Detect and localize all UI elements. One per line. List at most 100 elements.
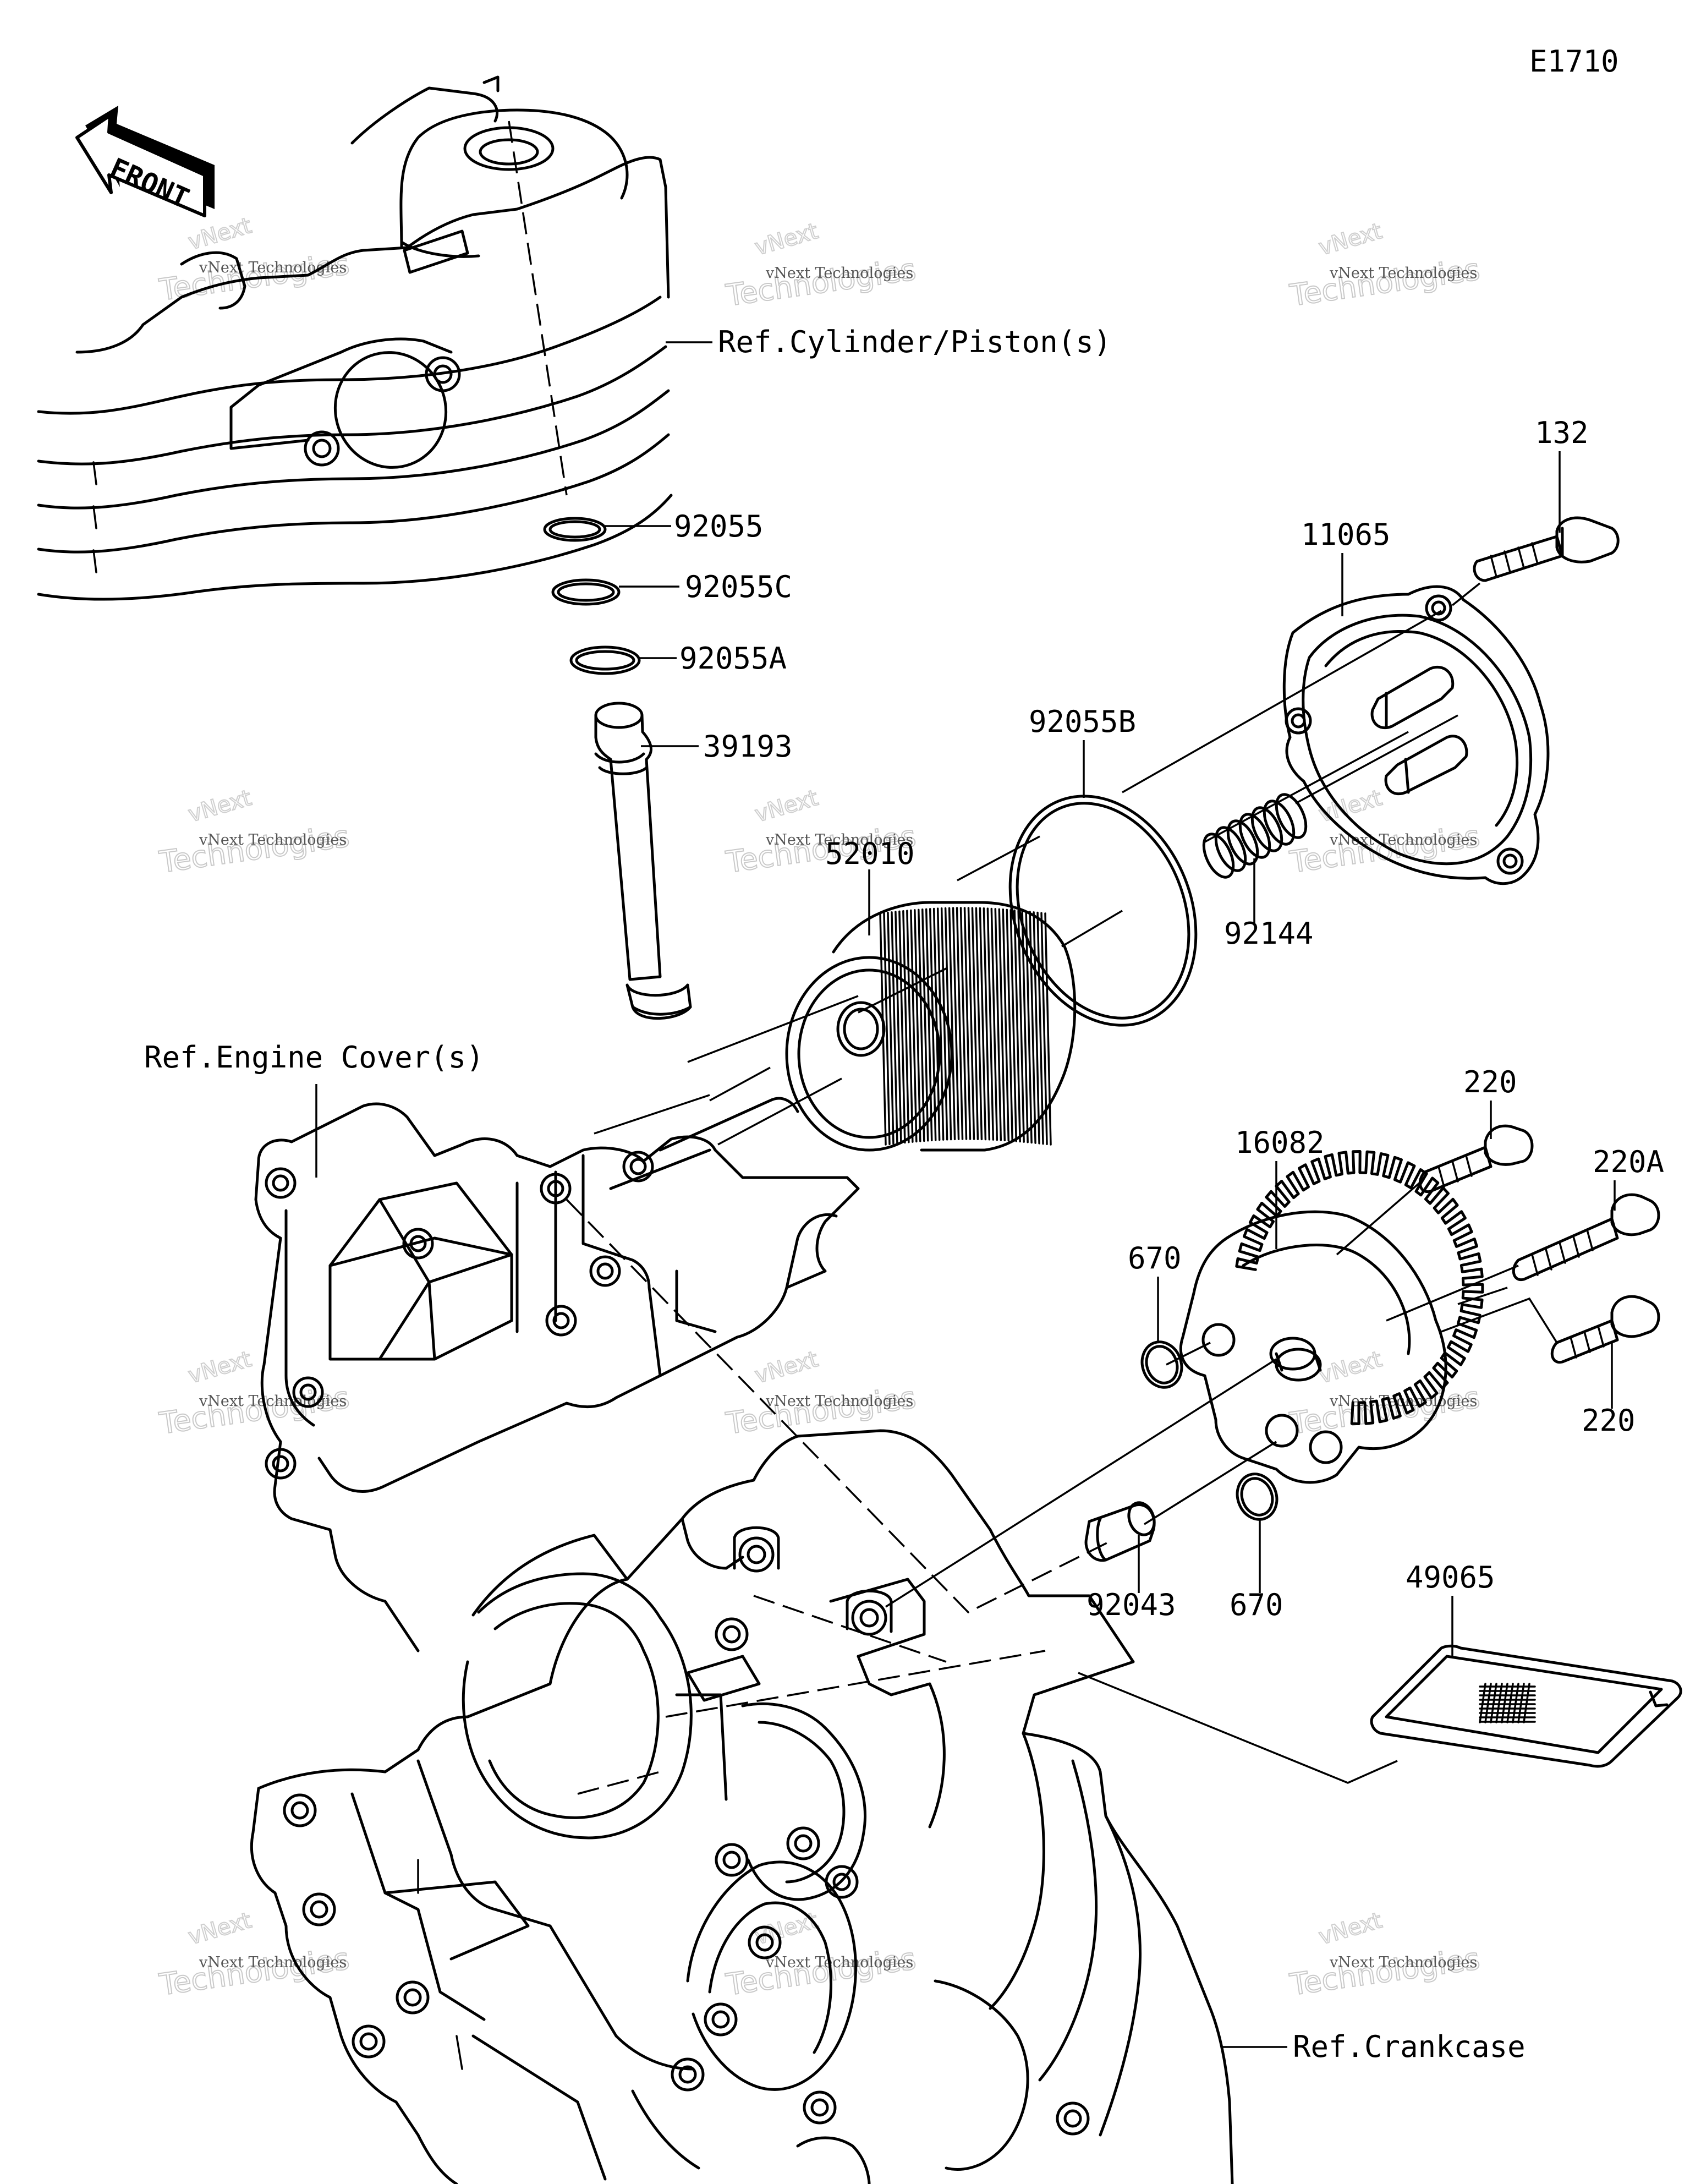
svg-text:vNext Technologies: vNext Technologies xyxy=(1329,265,1477,282)
part-11065-label[interactable]: 11065 xyxy=(1301,517,1391,552)
part-92055c-label[interactable]: 92055C xyxy=(685,570,792,604)
part-92055b-label[interactable]: 92055B xyxy=(1029,704,1136,739)
filter-pleat-line xyxy=(1025,910,1033,1144)
svg-text:vNext: vNext xyxy=(752,218,821,260)
svg-text:vNext: vNext xyxy=(752,1346,821,1388)
filter-pleat-line xyxy=(1040,912,1048,1146)
svg-text:vNext: vNext xyxy=(185,785,254,827)
filter-pleat-line xyxy=(1017,910,1025,1143)
svg-text:vNext: vNext xyxy=(752,1908,821,1950)
gear-teeth xyxy=(1235,1150,1484,1425)
labels: E1710 Ref.Cylinder/Piston(s) Ref.Engine … xyxy=(144,44,1664,2064)
filter-pleat-line xyxy=(895,911,902,1144)
svg-text:Technologies: Technologies xyxy=(1287,819,1482,880)
callout-leaders xyxy=(315,341,1616,2048)
svg-text:vNext: vNext xyxy=(1316,218,1385,260)
dowel-pin-92043 xyxy=(1084,1501,1156,1562)
part-670-top-label[interactable]: 670 xyxy=(1128,1241,1182,1276)
filter-pleat-line xyxy=(921,908,929,1142)
spring-coil xyxy=(1226,819,1259,866)
oring-92055b xyxy=(1008,795,1198,1027)
filter-pleat-line xyxy=(952,907,960,1140)
filter-pleat-line xyxy=(998,908,1006,1142)
part-220-bottom-label[interactable]: 220 xyxy=(1582,1403,1636,1438)
filter-pleat-line xyxy=(971,907,979,1140)
filter-cover-11065 xyxy=(1282,585,1550,885)
filter-pleat-line xyxy=(990,907,998,1141)
filter-pleat-line xyxy=(891,911,898,1145)
filter-pleat-line xyxy=(936,907,945,1141)
filter-pleat-line xyxy=(956,907,964,1140)
part-670-bottom-label[interactable]: 670 xyxy=(1230,1588,1283,1622)
filter-pleat-line xyxy=(914,909,921,1142)
svg-text:Technologies: Technologies xyxy=(157,247,351,308)
oring-92055a xyxy=(569,645,641,675)
svg-text:vNext Technologies: vNext Technologies xyxy=(199,259,347,276)
svg-text:vNext Technologies: vNext Technologies xyxy=(765,265,913,282)
front-arrow-icon: FRONT xyxy=(75,106,215,217)
filter-pleat-line xyxy=(1036,911,1044,1145)
filter-pleat-line xyxy=(975,907,983,1141)
ref-cylinder-label[interactable]: Ref.Cylinder/Piston(s) xyxy=(718,325,1111,359)
svg-text:vNext Technologies: vNext Technologies xyxy=(765,1954,913,1971)
filter-pleat-line xyxy=(1009,909,1017,1142)
crankcase-drawing xyxy=(250,1429,1234,2184)
svg-text:vNext: vNext xyxy=(1316,1346,1385,1388)
svg-text:Technologies: Technologies xyxy=(1287,252,1482,313)
filter-pleat-line xyxy=(1033,911,1040,1145)
mesh-line xyxy=(1490,1683,1497,1723)
filter-pleat-line xyxy=(944,907,952,1141)
part-132-label[interactable]: 132 xyxy=(1535,415,1589,450)
bolt-220a xyxy=(1512,1193,1660,1282)
leader-lines xyxy=(594,582,1558,1784)
part-92144-label[interactable]: 92144 xyxy=(1224,916,1314,951)
filter-pleat-line xyxy=(902,910,910,1143)
ref-crankcase-label[interactable]: Ref.Crankcase xyxy=(1293,2029,1526,2064)
ref-engine-cover-label[interactable]: Ref.Engine Cover(s) xyxy=(144,1040,484,1075)
svg-text:vNext: vNext xyxy=(185,213,254,255)
part-92055a-label[interactable]: 92055A xyxy=(679,641,787,676)
svg-text:vNext: vNext xyxy=(1316,1908,1385,1950)
svg-text:vNext Technologies: vNext Technologies xyxy=(1329,1954,1477,1971)
filter-pleat-line xyxy=(986,907,995,1141)
filter-pleat-line xyxy=(994,908,1002,1141)
part-92043-label[interactable]: 92043 xyxy=(1087,1588,1176,1622)
filter-pleat-line xyxy=(963,907,972,1140)
filter-pleat-line xyxy=(906,910,914,1143)
filter-pleat-line xyxy=(1044,912,1052,1146)
filter-pleat-line xyxy=(1002,908,1010,1142)
filter-pleat-line xyxy=(1006,908,1013,1142)
spring-coil xyxy=(1202,833,1235,879)
part-220-top-label[interactable]: 220 xyxy=(1463,1065,1517,1099)
part-220a-label[interactable]: 220A xyxy=(1593,1145,1664,1179)
mesh-line xyxy=(1495,1683,1503,1723)
spring-coil xyxy=(1250,806,1283,852)
spring-92144 xyxy=(1202,793,1308,879)
svg-text:vNext Technologies: vNext Technologies xyxy=(199,831,347,849)
part-39193-label[interactable]: 39193 xyxy=(703,729,793,764)
bolt-220-bottom xyxy=(1550,1295,1660,1364)
bolt-220-top xyxy=(1418,1124,1534,1194)
filter-pleat-line xyxy=(910,909,918,1143)
svg-text:vNext Technologies: vNext Technologies xyxy=(1329,831,1477,849)
oring-670-bottom xyxy=(1236,1473,1279,1521)
cylinder-drawing xyxy=(37,75,673,601)
svg-text:vNext: vNext xyxy=(752,785,821,827)
filter-pleat-line xyxy=(948,907,956,1141)
diagram-code: E1710 xyxy=(1529,44,1619,79)
svg-text:vNext Technologies: vNext Technologies xyxy=(199,1393,347,1410)
oil-pipe-39193 xyxy=(594,702,692,1020)
part-49065-label[interactable]: 49065 xyxy=(1406,1560,1495,1595)
part-92055-label[interactable]: 92055 xyxy=(674,509,764,544)
filter-pleat-line xyxy=(979,907,987,1141)
part-52010-label[interactable]: 52010 xyxy=(825,836,915,871)
spring-coil xyxy=(1263,800,1296,846)
mesh-line xyxy=(1506,1683,1514,1723)
part-16082-label[interactable]: 16082 xyxy=(1235,1125,1325,1160)
filter-pleat-line xyxy=(898,910,906,1144)
